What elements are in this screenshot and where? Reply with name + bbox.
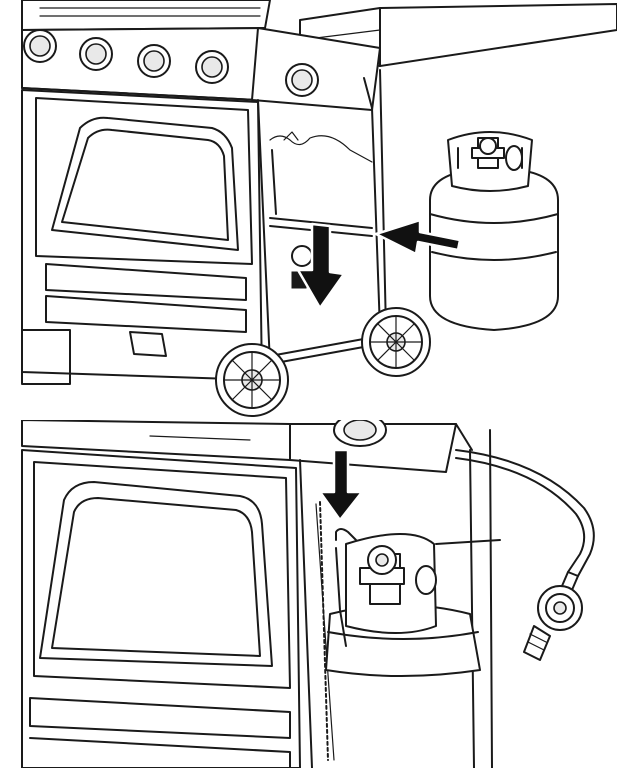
burner-knobs: [23, 29, 319, 97]
control-panel-closeup: [21, 420, 473, 473]
tank-hook: [335, 528, 357, 647]
propane-tank-mounted: [325, 533, 501, 677]
knob-4: [195, 50, 229, 84]
regulator: [523, 571, 583, 661]
front-wheel: [215, 343, 289, 417]
cabinet: [21, 89, 263, 385]
side-knob-closeup: [333, 420, 387, 447]
insert-arrow: [374, 218, 462, 256]
panel-tank-mounted: [0, 420, 617, 768]
panel-tank-mounted-drawing: [21, 420, 595, 768]
knob-1: [23, 29, 57, 63]
down-arrow: [318, 448, 364, 522]
knob-2: [79, 37, 113, 71]
cart-frame-closeup: [299, 429, 493, 768]
lower-arrow: [296, 222, 346, 310]
rear-wheel: [361, 307, 431, 377]
hose: [455, 449, 595, 577]
cart-frame: [257, 69, 387, 365]
propane-tank: [429, 131, 559, 331]
knob-side: [285, 63, 319, 97]
panel-insert-tank-drawing: [21, 0, 617, 417]
panel-insert-tank: [21, 0, 617, 417]
cabinet-closeup: [21, 449, 301, 768]
knob-3: [137, 44, 171, 78]
